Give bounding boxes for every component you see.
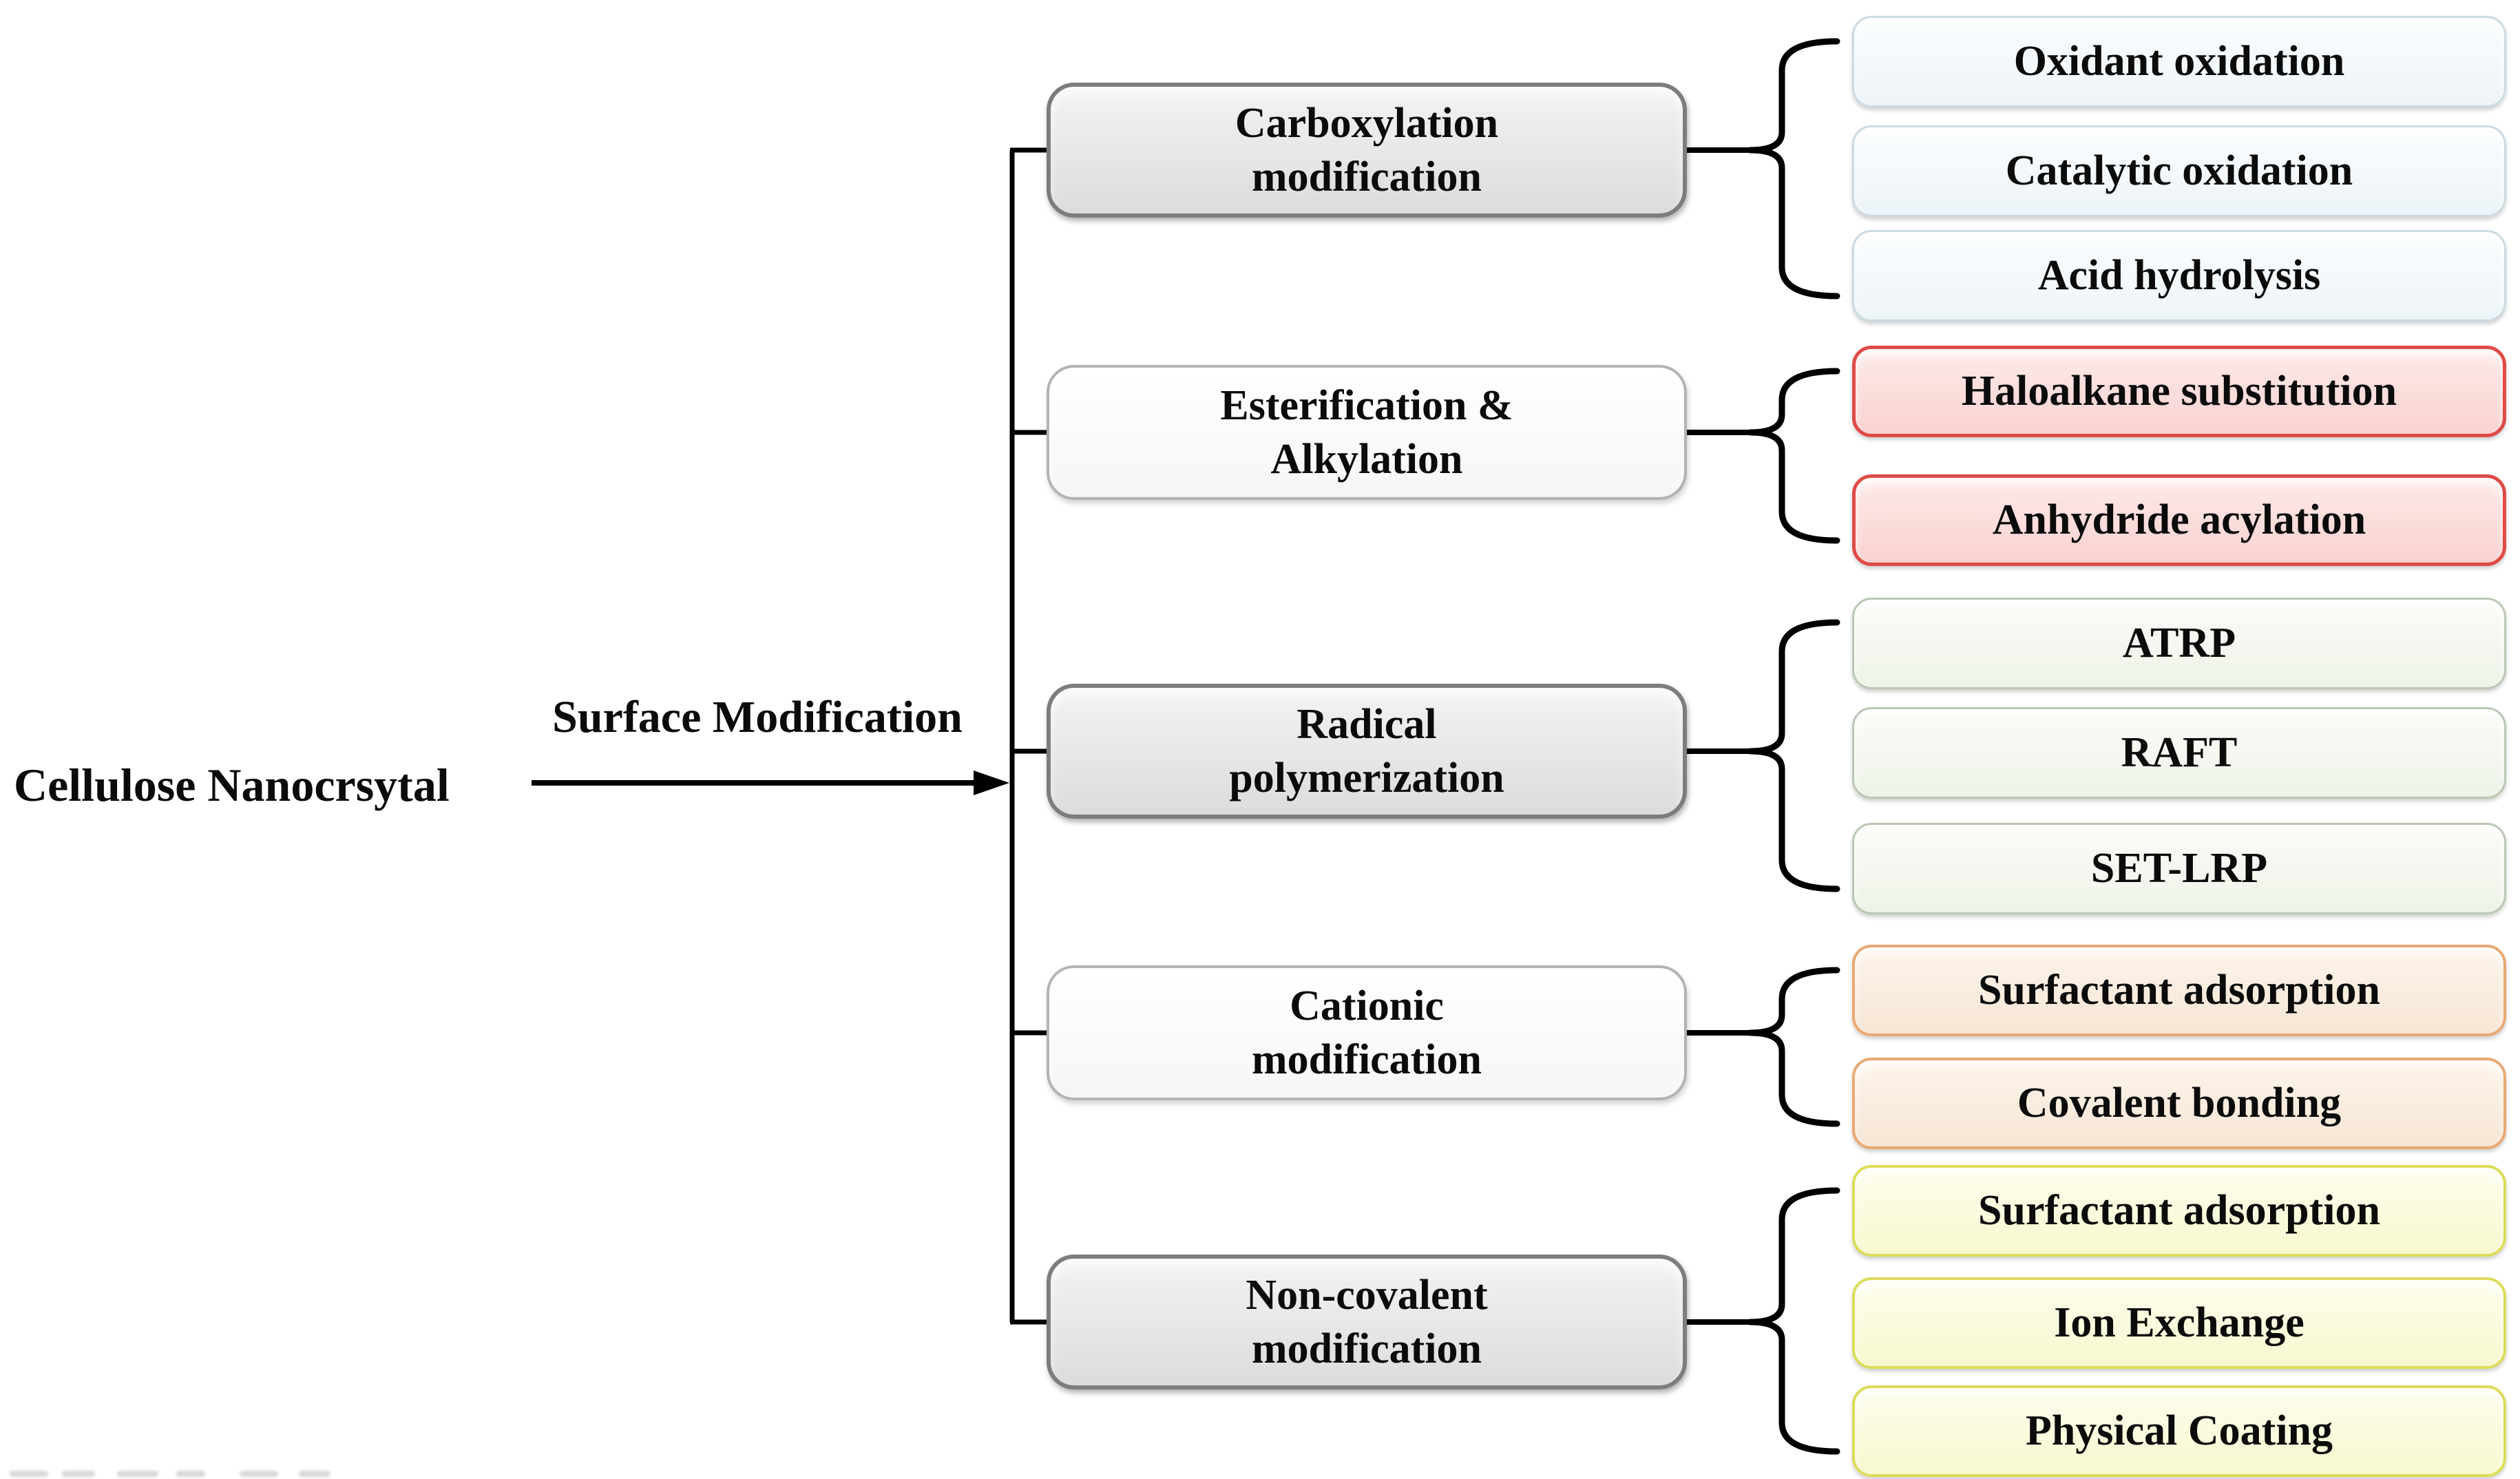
branch-cationic-modification: Cationic modification: [1047, 965, 1687, 1100]
brace-cationic-icon: [1747, 967, 1840, 1127]
brace-esterification-icon: [1747, 368, 1840, 544]
branch-esterification-alkylation: Esterification & Alkylation: [1047, 365, 1687, 500]
root-node-label: Cellulose Nanocrsytal: [14, 759, 450, 811]
branch-label-line: Alkylation: [1270, 436, 1463, 483]
branch-carboxylation-modification: Carboxylation modification: [1047, 83, 1687, 218]
branch-label-line: Non-covalent: [1246, 1271, 1488, 1319]
leaf-surfactant-adsorption-noncovalent: Surfactant adsorption: [1852, 1165, 2506, 1257]
branch-label-line: Esterification &: [1220, 381, 1513, 429]
branch-label-line: modification: [1251, 154, 1482, 200]
brace-carboxylation-icon: [1747, 38, 1840, 300]
leaf-surfactant-adsorption-cationic: Surfactant adsorption: [1852, 945, 2506, 1036]
branch-label-line: Radical: [1296, 700, 1437, 748]
branch-label-line: polymerization: [1229, 755, 1504, 801]
branch-label-line: Cationic: [1290, 982, 1444, 1029]
branch-radical-polymerization: Radical polymerization: [1047, 684, 1687, 819]
cropped-caption-fragment: [0, 1471, 358, 1479]
branch-label-line: modification: [1251, 1036, 1482, 1083]
branch-label-line: modification: [1251, 1325, 1482, 1372]
brace-noncovalent-icon: [1747, 1187, 1840, 1455]
leaf-ion-exchange: Ion Exchange: [1852, 1277, 2506, 1369]
leaf-oxidant-oxidation: Oxidant oxidation: [1852, 16, 2506, 107]
leaf-covalent-bonding: Covalent bonding: [1852, 1058, 2506, 1149]
branch-non-covalent-modification: Non-covalent modification: [1047, 1255, 1687, 1389]
leaf-acid-hydrolysis: Acid hydrolysis: [1852, 230, 2506, 322]
arrow-edge-label: Surface Modification: [552, 692, 963, 742]
leaf-raft: RAFT: [1852, 707, 2506, 799]
leaf-atrp: ATRP: [1852, 598, 2506, 689]
branch-label-line: Carboxylation: [1235, 99, 1499, 147]
leaf-catalytic-oxidation: Catalytic oxidation: [1852, 125, 2506, 217]
leaf-anhydride-acylation: Anhydride acylation: [1852, 474, 2506, 566]
root-arrow-head-icon: [974, 770, 1009, 795]
leaf-set-lrp: SET-LRP: [1852, 823, 2506, 914]
leaf-physical-coating: Physical Coating: [1852, 1385, 2506, 1477]
leaf-haloalkane-substitution: Haloalkane substitution: [1852, 346, 2506, 437]
brace-radical-icon: [1747, 619, 1840, 892]
